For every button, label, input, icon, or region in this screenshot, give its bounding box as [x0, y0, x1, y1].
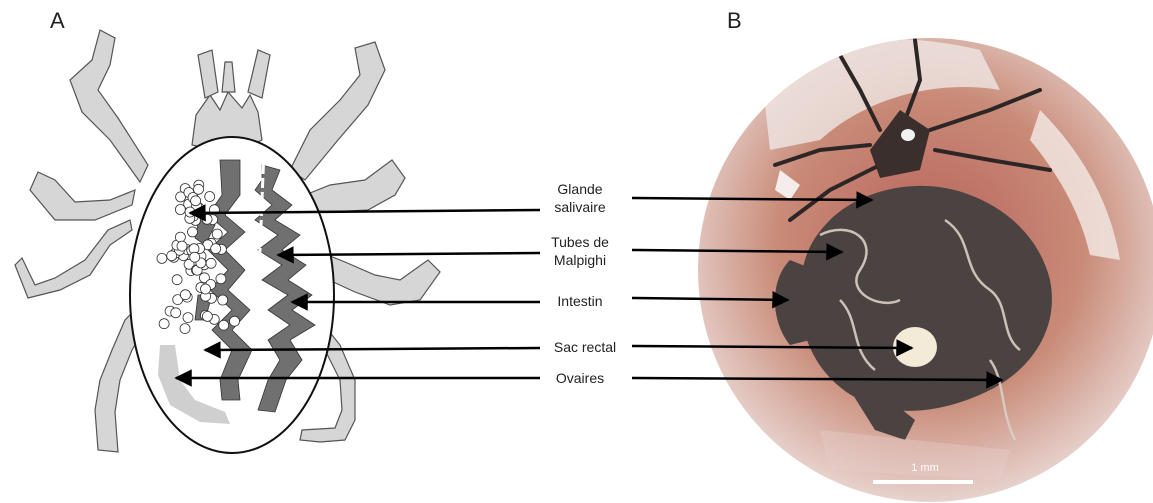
gland-acinus — [190, 252, 200, 262]
gland-acinus — [180, 290, 190, 300]
gland-acinus — [219, 320, 229, 330]
gland-acinus — [159, 319, 169, 329]
gland-acinus — [157, 253, 167, 263]
label-glande-line1: Glande — [540, 180, 620, 198]
gland-acinus — [167, 251, 177, 261]
gland-acinus — [180, 324, 190, 334]
label-glande-line2: salivaire — [540, 198, 620, 216]
gland-acinus — [175, 232, 185, 242]
gland-acinus — [230, 316, 240, 326]
gland-acinus — [201, 284, 211, 294]
gland-acinus — [175, 205, 185, 215]
label-glande-salivaire: Glande salivaire — [540, 180, 620, 216]
label-intestin: Intestin — [540, 292, 620, 310]
gland-acinus — [205, 192, 215, 202]
gland-acinus — [218, 295, 228, 305]
gland-acinus — [206, 258, 216, 268]
label-tubes-line2: Malpighi — [540, 251, 620, 269]
gland-acinus — [212, 229, 222, 239]
gland-acinus — [188, 227, 198, 237]
gland-acinus — [172, 275, 182, 285]
scale-bar — [873, 480, 973, 484]
gland-acinus — [191, 196, 201, 206]
gland-acinus — [211, 244, 221, 254]
label-sac-rectal: Sac rectal — [540, 338, 630, 356]
tick-capitulum — [192, 50, 270, 150]
gland-acinus — [183, 313, 193, 323]
gland-acinus — [202, 311, 212, 321]
gland-acinus — [194, 184, 204, 194]
label-tubes-de-malpighi: Tubes de Malpighi — [540, 233, 620, 269]
gland-acinus — [177, 241, 187, 251]
gland-acinus — [202, 214, 212, 224]
gland-acinus — [171, 308, 181, 318]
scale-bar-label: 1 mm — [880, 462, 970, 474]
label-ovaires: Ovaires — [540, 369, 620, 387]
tick-legs-left — [15, 30, 150, 452]
dissection-photo — [698, 38, 1153, 502]
gland-acinus — [216, 274, 226, 284]
label-tubes-line1: Tubes de — [540, 233, 620, 251]
